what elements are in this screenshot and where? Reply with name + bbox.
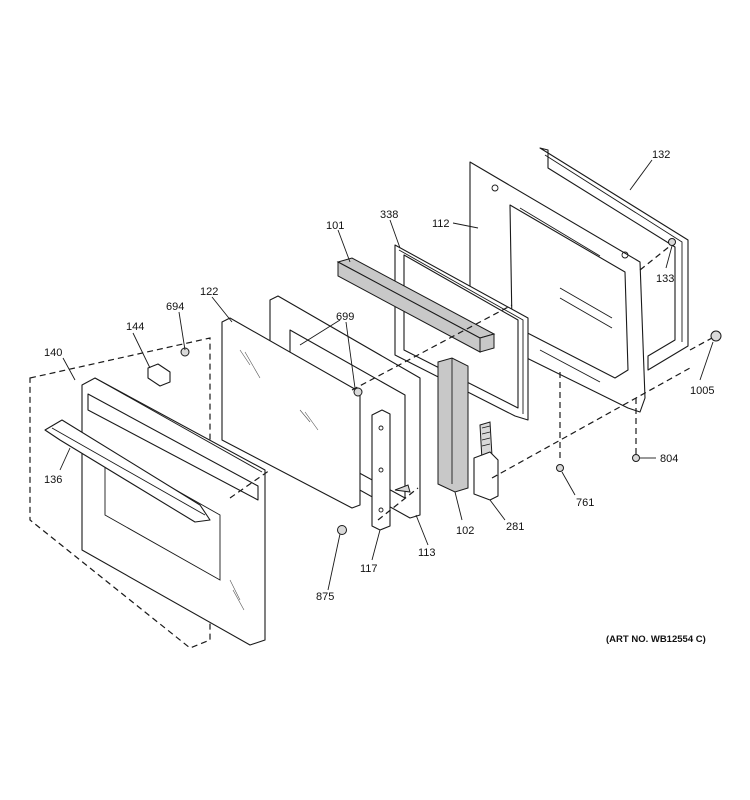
part-102-insulation: [437, 357, 469, 493]
part-1005-screw: [710, 330, 722, 342]
label-132: 132: [652, 149, 670, 161]
part-804-screw: [632, 454, 640, 462]
label-113: 113: [418, 547, 436, 559]
part-699-screw: [353, 387, 363, 397]
label-1005: 1005: [690, 385, 714, 397]
part-117-hinge-support: [371, 409, 391, 531]
part-761-screw: [556, 464, 564, 472]
label-140: 140: [44, 347, 62, 359]
part-144-nameplate: [147, 363, 171, 387]
label-281: 281: [506, 521, 524, 533]
label-117: 117: [360, 563, 378, 575]
label-101: 101: [326, 220, 344, 232]
part-875-screw: [337, 525, 347, 535]
part-labels: 132 112 338 101 133 1005 122 694 144 140…: [44, 149, 714, 603]
alignment-lines: [229, 245, 713, 521]
leader-lines: [59, 159, 714, 591]
part-122-door-glass: [221, 317, 361, 509]
part-136-door-handle: [44, 419, 211, 523]
label-144: 144: [126, 321, 144, 333]
part-101-insulation: [336, 257, 496, 353]
part-281-door-hinge: [473, 421, 499, 501]
label-102: 102: [456, 525, 474, 537]
part-133-screw: [668, 238, 676, 246]
label-338: 338: [380, 209, 398, 221]
label-699: 699: [336, 311, 354, 323]
label-875: 875: [316, 591, 334, 603]
art-number: (ART NO. WB12554 C): [606, 634, 706, 645]
part-140-outer-door-assembly: [29, 337, 266, 649]
label-133: 133: [656, 273, 674, 285]
label-694: 694: [166, 301, 184, 313]
label-136: 136: [44, 474, 62, 486]
label-804: 804: [660, 453, 678, 465]
label-112: 112: [432, 218, 450, 230]
part-132-door-gasket: [539, 147, 689, 371]
label-122: 122: [200, 286, 218, 298]
label-761: 761: [576, 497, 594, 509]
